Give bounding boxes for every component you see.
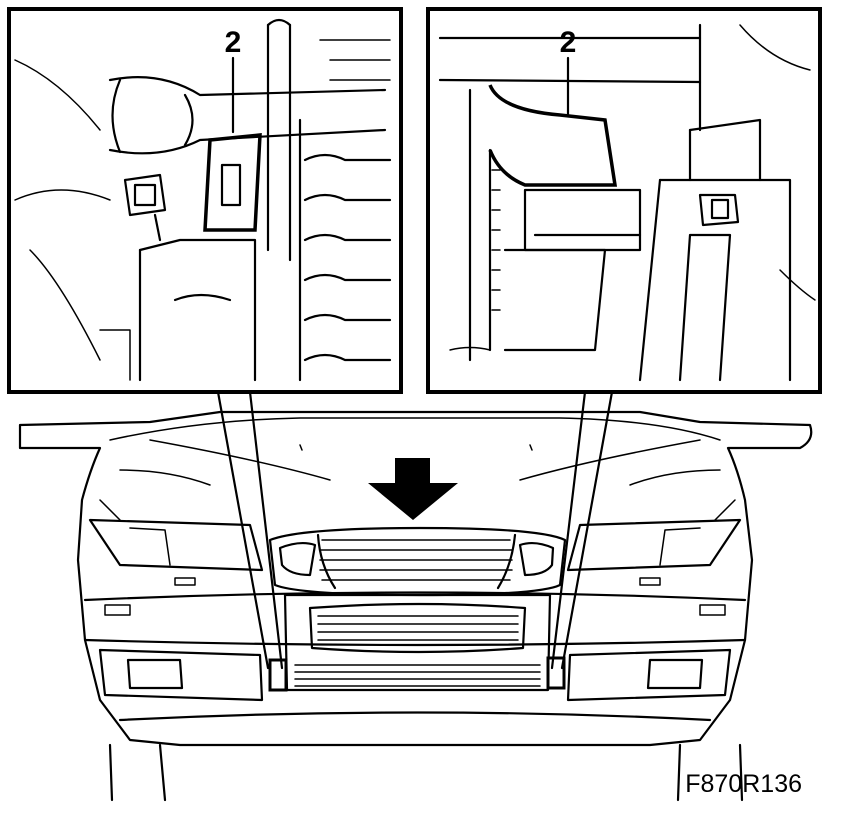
callout-right: 2 bbox=[560, 26, 577, 59]
headlight-right bbox=[566, 518, 742, 572]
figure-id-label: F870R136 bbox=[685, 770, 802, 798]
inset-right: 2 bbox=[426, 7, 822, 394]
callout-left: 2 bbox=[225, 26, 242, 59]
inset-right-frame bbox=[426, 7, 822, 394]
bonnet-outline bbox=[18, 410, 813, 747]
inset-left: 2 bbox=[7, 7, 403, 394]
inset-left-detail bbox=[14, 18, 392, 382]
car-front-view bbox=[18, 410, 813, 802]
mount-bracket-left bbox=[268, 658, 288, 692]
inset-right-detail bbox=[438, 23, 816, 382]
leader-lines bbox=[216, 390, 614, 670]
headlight-left bbox=[88, 518, 264, 572]
front-bumper bbox=[83, 591, 747, 647]
front-grille bbox=[268, 526, 567, 597]
mount-bracket-right bbox=[546, 656, 566, 690]
direction-arrow-icon bbox=[368, 458, 458, 520]
radiator-core bbox=[283, 593, 552, 692]
